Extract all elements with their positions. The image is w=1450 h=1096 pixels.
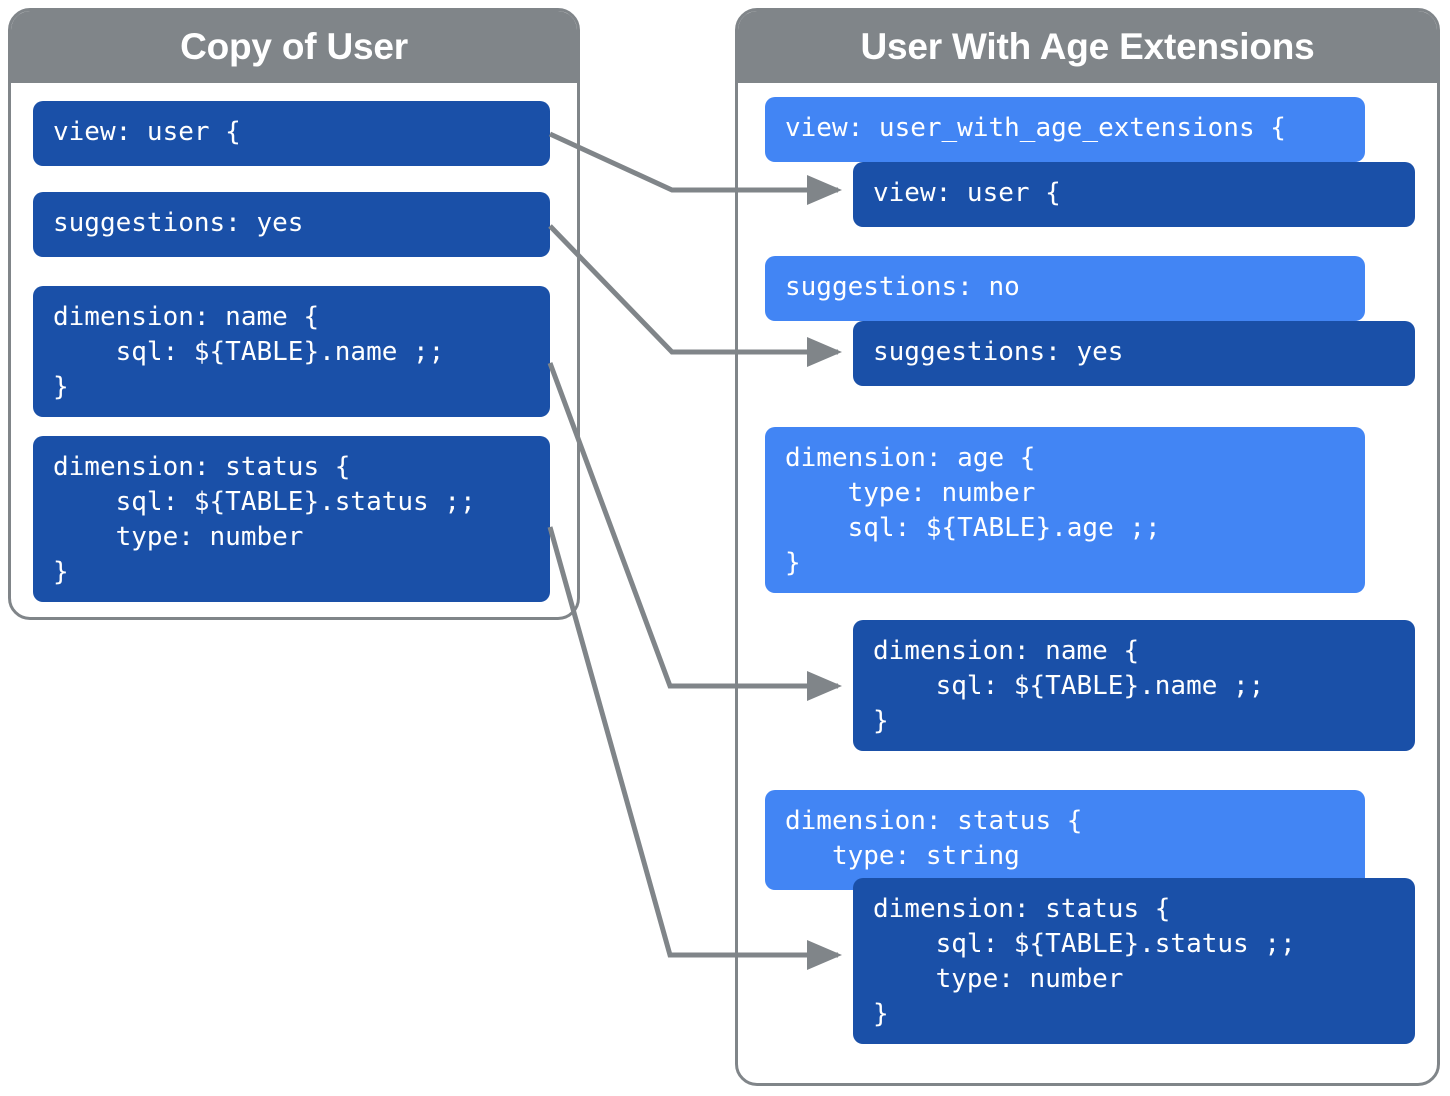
left-block-dimension-status: dimension: status { sql: ${TABLE}.status… — [33, 436, 550, 602]
panel-right-header: User With Age Extensions — [738, 11, 1437, 83]
left-block-dimension-name: dimension: name { sql: ${TABLE}.name ;; … — [33, 286, 550, 417]
right-block-view-base: view: user { — [853, 162, 1415, 227]
panel-left-title: Copy of User — [180, 26, 408, 67]
right-block-dimension-status-extension: dimension: status { type: string — [765, 790, 1365, 890]
left-block-suggestions: suggestions: yes — [33, 192, 550, 257]
right-block-dimension-name-base: dimension: name { sql: ${TABLE}.name ;; … — [853, 620, 1415, 751]
right-block-dimension-status-base: dimension: status { sql: ${TABLE}.status… — [853, 878, 1415, 1044]
left-block-view: view: user { — [33, 101, 550, 166]
right-block-suggestions-extension: suggestions: no — [765, 256, 1365, 321]
panel-right-title: User With Age Extensions — [860, 26, 1315, 67]
panel-left-header: Copy of User — [11, 11, 577, 83]
right-block-suggestions-base: suggestions: yes — [853, 321, 1415, 386]
right-block-dimension-age-extension: dimension: age { type: number sql: ${TAB… — [765, 427, 1365, 593]
right-block-view-extension: view: user_with_age_extensions { — [765, 97, 1365, 162]
